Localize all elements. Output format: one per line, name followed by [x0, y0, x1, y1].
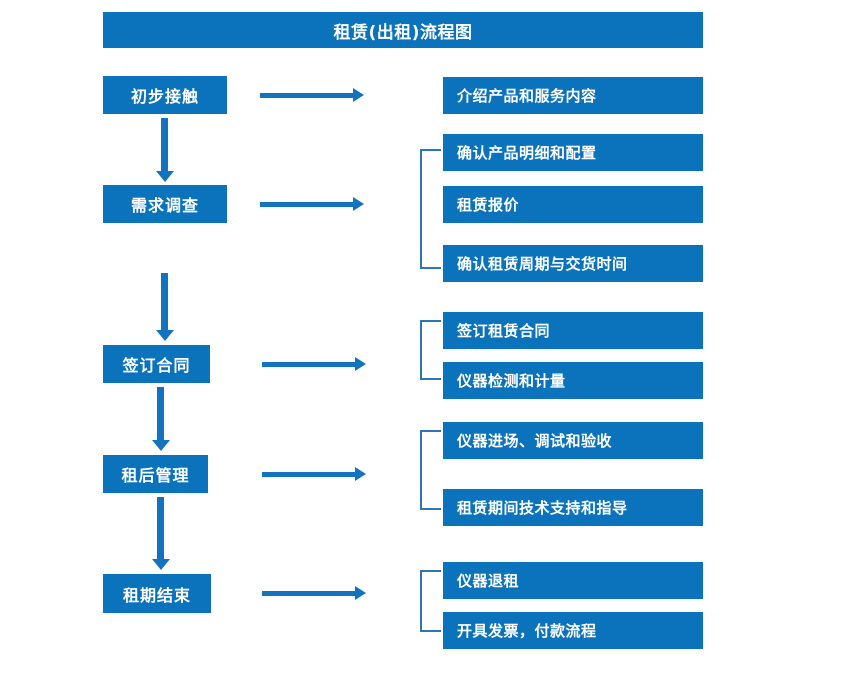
- arrow-shaft: [157, 387, 164, 440]
- stage-box-sign-contract[interactable]: 签订合同: [103, 345, 210, 383]
- horizontal-arrow-5: [262, 586, 366, 600]
- bracket-post-rental-management: [420, 430, 441, 510]
- horizontal-arrow-2: [260, 197, 364, 211]
- detail-box-rental-quotation[interactable]: 租赁报价: [443, 186, 703, 223]
- page-title: 租赁(出租)流程图: [103, 12, 703, 48]
- arrow-shaft: [262, 362, 355, 367]
- detail-box-introduce-products[interactable]: 介绍产品和服务内容: [443, 77, 703, 114]
- vertical-arrow-2: [156, 273, 174, 341]
- arrow-shaft: [161, 273, 168, 330]
- arrow-head: [355, 357, 366, 371]
- detail-box-instrument-entry-commissioning[interactable]: 仪器进场、调试和验收: [443, 422, 703, 459]
- bracket-sign-contract: [420, 320, 441, 380]
- vertical-arrow-3: [152, 387, 170, 451]
- arrow-head: [353, 197, 364, 211]
- vertical-arrow-1: [156, 118, 174, 182]
- detail-box-instrument-inspection[interactable]: 仪器检测和计量: [443, 362, 703, 399]
- arrow-head: [355, 467, 366, 481]
- arrow-shaft: [260, 202, 353, 207]
- arrow-shaft: [262, 591, 355, 596]
- detail-box-invoice-payment[interactable]: 开具发票，付款流程: [443, 612, 703, 649]
- arrow-head: [156, 330, 174, 341]
- stage-box-rental-end[interactable]: 租期结束: [103, 574, 211, 613]
- arrow-shaft: [262, 472, 355, 477]
- horizontal-arrow-1: [260, 88, 364, 102]
- stage-box-post-rental-management[interactable]: 租后管理: [103, 455, 208, 493]
- detail-box-sign-rental-contract[interactable]: 签订租赁合同: [443, 312, 703, 349]
- detail-box-confirm-product-details[interactable]: 确认产品明细和配置: [443, 134, 703, 171]
- stage-box-demand-survey[interactable]: 需求调查: [103, 185, 227, 223]
- arrow-shaft: [260, 93, 353, 98]
- arrow-head: [355, 586, 366, 600]
- horizontal-arrow-3: [262, 357, 366, 371]
- detail-box-confirm-rental-period[interactable]: 确认租赁周期与交货时间: [443, 245, 703, 282]
- arrow-head: [152, 440, 170, 451]
- detail-box-instrument-return[interactable]: 仪器退租: [443, 562, 703, 599]
- arrow-shaft: [161, 118, 168, 171]
- detail-box-technical-support[interactable]: 租赁期间技术支持和指导: [443, 489, 703, 526]
- bracket-demand-survey: [420, 149, 441, 269]
- arrow-head: [353, 88, 364, 102]
- arrow-head: [156, 171, 174, 182]
- stage-box-initial-contact[interactable]: 初步接触: [103, 76, 227, 114]
- horizontal-arrow-4: [262, 467, 366, 481]
- bracket-rental-end: [420, 570, 441, 632]
- vertical-arrow-4: [152, 497, 170, 570]
- arrow-shaft: [157, 497, 164, 559]
- arrow-head: [152, 559, 170, 570]
